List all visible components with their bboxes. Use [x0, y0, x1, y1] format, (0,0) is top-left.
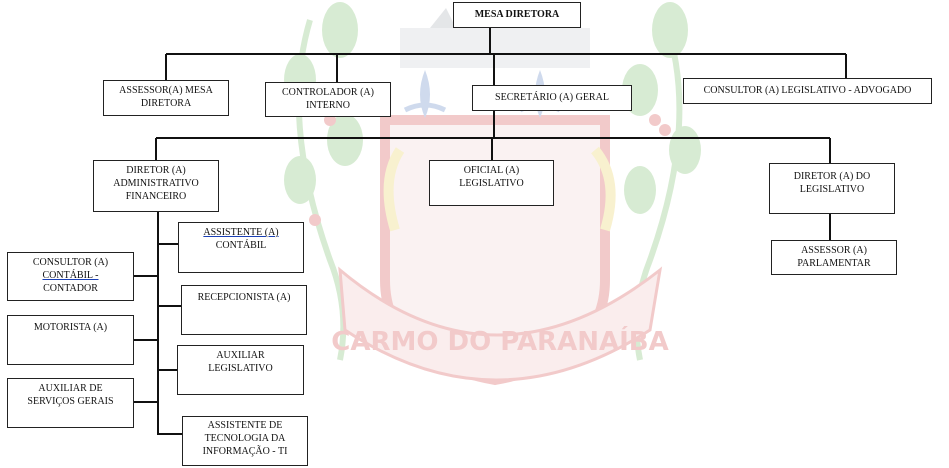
- node-secretario-geral: SECRETÁRIO (A) GERAL: [472, 85, 632, 111]
- node-consultor-legislativo: CONSULTOR (A) LEGISLATIVO - ADVOGADO: [683, 78, 932, 104]
- watermark-text: CARMO DO PARANAÍBA: [331, 325, 668, 357]
- node-mesa-diretora: MESA DIRETORA: [453, 2, 581, 28]
- node-consultor-contabil: CONSULTOR (A) CONTÁBIL - CONTADOR: [7, 252, 134, 301]
- ribbon-icon: [338, 266, 663, 382]
- node-assistente-ti: ASSISTENTE DE TECNOLOGIA DA INFORMAÇÃO -…: [182, 416, 308, 466]
- node-auxiliar-legislativo: AUXILIAR LEGISLATIVO: [177, 345, 304, 395]
- node-oficial-legislativo: OFICIAL (A) LEGISLATIVO: [429, 160, 554, 206]
- crown-icon: [430, 8, 456, 28]
- node-diretor-administrativo: DIRETOR (A) ADMINISTRATIVO FINANCEIRO: [93, 160, 219, 212]
- node-assistente-contabil: ASSISTENTE (A) CONTÁBIL: [178, 222, 304, 273]
- node-motorista: MOTORISTA (A): [7, 315, 134, 365]
- node-assessor-parlamentar: ASSESSOR (A) PARLAMENTAR: [771, 240, 897, 275]
- node-recepcionista: RECEPCIONISTA (A): [181, 285, 307, 335]
- node-auxiliar-servicos-gerais: AUXILIAR DE SERVIÇOS GERAIS: [7, 378, 134, 428]
- node-diretor-legislativo: DIRETOR (A) DO LEGISLATIVO: [769, 163, 895, 214]
- node-controlador-interno: CONTROLADOR (A) INTERNO: [265, 82, 391, 117]
- node-assessor-mesa: ASSESSOR(A) MESA DIRETORA: [103, 80, 229, 116]
